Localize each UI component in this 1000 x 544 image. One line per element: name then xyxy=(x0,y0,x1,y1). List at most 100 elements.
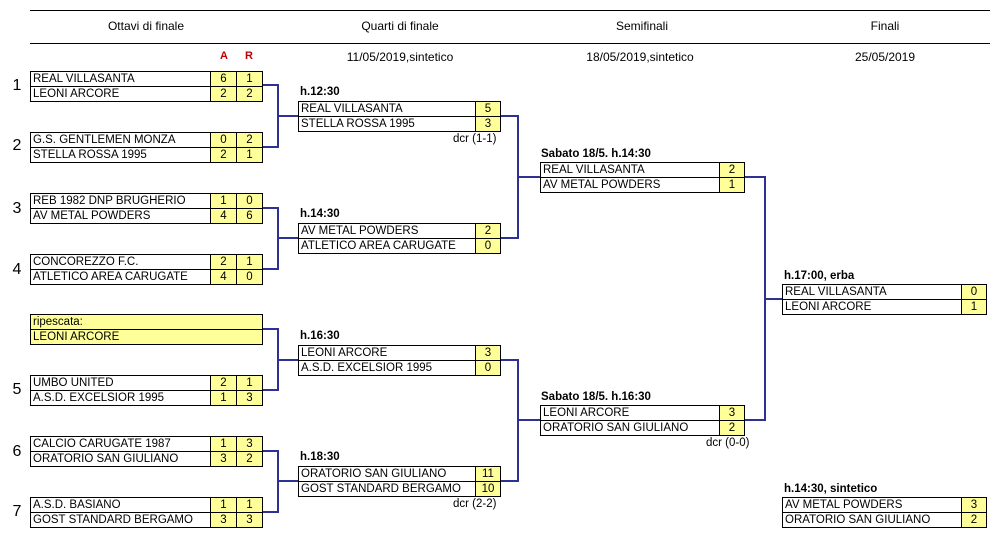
team-name: REAL VILLASANTA xyxy=(543,164,645,176)
score: 2 xyxy=(961,512,987,528)
team-name: ORATORIO SAN GIULIANO xyxy=(543,422,689,434)
score: 11 xyxy=(475,466,501,482)
qf3-time: h.16:30 xyxy=(300,330,340,342)
final-team-row: REAL VILLASANTA 0 xyxy=(782,284,987,300)
team-name: AV METAL POWDERS xyxy=(785,499,903,511)
team-name: ATLETICO AREA CARUGATE xyxy=(33,271,188,283)
team-name: STELLA ROSSA 1995 xyxy=(301,118,415,130)
ripescata-team-row: LEONI ARCORE xyxy=(30,329,263,345)
team-name: UMBO UNITED xyxy=(33,377,114,389)
score-r: 2 xyxy=(236,86,263,102)
score: 0 xyxy=(475,360,501,376)
third-team-row: AV METAL POWDERS 3 xyxy=(782,497,987,513)
score-a: 1 xyxy=(210,193,237,209)
ripescata-team: LEONI ARCORE xyxy=(33,331,120,343)
final-header: Finali xyxy=(870,19,900,33)
sf1-time: Sabato 18/5. h.14:30 xyxy=(541,148,651,160)
score: 1 xyxy=(961,299,987,315)
match-number-3: 3 xyxy=(12,200,22,217)
semifinal-header: Semifinali xyxy=(615,19,669,33)
qf4-time: h.18:30 xyxy=(300,451,340,463)
score-r: 1 xyxy=(236,254,263,270)
quarterfinal-date: 11/05/2019,sintetico xyxy=(346,50,454,64)
sf2-note: dcr (0-0) xyxy=(706,437,750,449)
team-name: GOST STANDARD BERGAMO xyxy=(33,514,193,526)
team-name: GOST STANDARD BERGAMO xyxy=(301,483,461,495)
team-name: CONCOREZZO F.C. xyxy=(33,256,139,268)
semifinal-date: 18/05/2019,sintetico xyxy=(586,50,694,64)
qf1-note: dcr (1-1) xyxy=(453,133,497,145)
score: 2 xyxy=(719,162,745,178)
score-a: 0 xyxy=(210,132,237,148)
score-a: 3 xyxy=(210,512,237,528)
quarterfinal-header: Quarti di finale xyxy=(361,19,439,33)
third-place-time: h.14:30, sintetico xyxy=(784,483,878,495)
team-name: AV METAL POWDERS xyxy=(33,210,151,222)
team-name: STELLA ROSSA 1995 xyxy=(33,149,147,161)
score-r: 1 xyxy=(236,71,263,87)
score-a: 1 xyxy=(210,436,237,452)
qf1-time: h.12:30 xyxy=(300,86,340,98)
column-r-label: R xyxy=(245,50,253,62)
match-number-4: 4 xyxy=(12,261,22,278)
score-a: 3 xyxy=(210,451,237,467)
ripescata-label: ripescata: xyxy=(33,316,83,328)
team-name: LEONI ARCORE xyxy=(301,347,388,359)
third-team-row: ORATORIO SAN GIULIANO 2 xyxy=(782,512,987,528)
score-r: 2 xyxy=(236,451,263,467)
score: 3 xyxy=(719,405,745,421)
qf4-note: dcr (2-2) xyxy=(453,498,497,510)
score: 3 xyxy=(475,116,501,132)
qf2-time: h.14:30 xyxy=(300,208,340,220)
score-r: 3 xyxy=(236,436,263,452)
match-number-5: 5 xyxy=(12,381,22,398)
match-number-2: 2 xyxy=(12,137,22,154)
team-name: A.S.D. BASIANO xyxy=(33,499,121,511)
team-name: ORATORIO SAN GIULIANO xyxy=(33,453,179,465)
match-number-1: 1 xyxy=(12,77,22,94)
qf-team-row: STELLA ROSSA 1995 3 xyxy=(298,116,501,132)
score: 2 xyxy=(719,420,745,436)
team-name: LEONI ARCORE xyxy=(33,88,120,100)
team-name: REAL VILLASANTA xyxy=(785,286,887,298)
score-r: 0 xyxy=(236,269,263,285)
team-name: A.S.D. EXCELSIOR 1995 xyxy=(301,362,433,374)
score-a: 2 xyxy=(210,375,237,391)
score: 0 xyxy=(475,238,501,254)
score: 0 xyxy=(961,284,987,300)
sf-team-row: ORATORIO SAN GIULIANO 2 xyxy=(540,420,745,436)
final-date: 25/05/2019 xyxy=(854,50,916,64)
score-a: 1 xyxy=(210,497,237,513)
team-name: REAL VILLASANTA xyxy=(33,73,135,85)
final-time: h.17:00, erba xyxy=(784,270,855,282)
score: 3 xyxy=(961,497,987,513)
score-r: 0 xyxy=(236,193,263,209)
match-number-6: 6 xyxy=(12,443,22,460)
team-name: ORATORIO SAN GIULIANO xyxy=(785,514,931,526)
score-r: 6 xyxy=(236,208,263,224)
team-name: AV METAL POWDERS xyxy=(543,179,661,191)
team-name: ATLETICO AREA CARUGATE xyxy=(301,240,456,252)
score-a: 2 xyxy=(210,254,237,270)
score-a: 1 xyxy=(210,390,237,406)
